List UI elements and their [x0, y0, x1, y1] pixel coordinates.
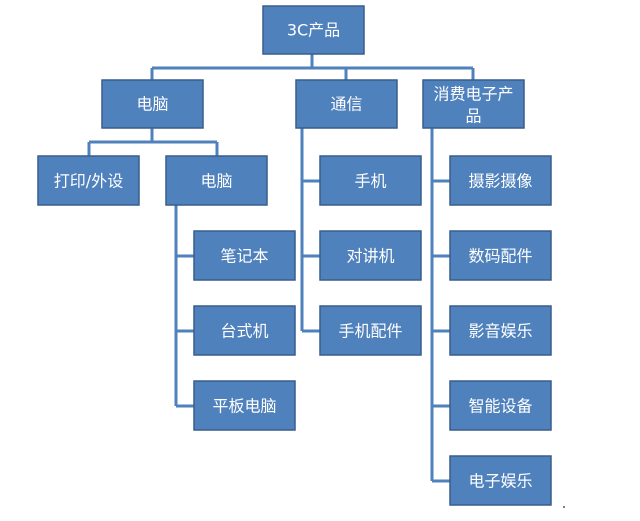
node-desktop: 台式机	[193, 305, 296, 356]
node-print-peripherals: 打印/外设	[37, 155, 140, 206]
node-computers-sub: 电脑	[165, 155, 268, 206]
node-audio-video-entertainment: 影音娱乐	[449, 305, 552, 356]
node-label: 对讲机	[346, 247, 394, 266]
node-3c-products: 3C产品	[262, 5, 365, 55]
node-photo-video: 摄影摄像	[449, 155, 552, 206]
node-mobile-phone: 手机	[319, 155, 422, 206]
node-label: 影音娱乐	[468, 322, 532, 341]
node-label: 台式机	[220, 322, 268, 341]
node-label: 智能设备	[468, 397, 532, 416]
node-computers: 电脑	[101, 79, 204, 129]
node-label: 电子娱乐	[468, 472, 532, 491]
node-label: 手机配件	[338, 322, 402, 341]
node-smart-devices: 智能设备	[449, 380, 552, 431]
node-phone-accessories: 手机配件	[319, 305, 422, 356]
node-label-line2: 品	[465, 107, 481, 126]
node-label: 摄影摄像	[468, 172, 532, 191]
node-label: 打印/外设	[54, 172, 123, 191]
node-consumer-electronics: 消费电子产 品	[422, 79, 525, 129]
node-label: 通信	[330, 95, 362, 114]
node-label: 手机	[354, 172, 386, 191]
node-label: 平板电脑	[212, 397, 276, 416]
node-label: 数码配件	[468, 247, 532, 266]
node-tablet: 平板电脑	[193, 380, 296, 431]
paragraph-mark	[563, 506, 565, 508]
node-label: 3C产品	[287, 21, 340, 40]
node-laptop: 笔记本	[193, 230, 296, 281]
connectors	[87, 54, 475, 483]
node-digital-accessories: 数码配件	[449, 230, 552, 281]
node-walkie-talkie: 对讲机	[319, 230, 422, 281]
node-communication: 通信	[295, 79, 398, 129]
node-label: 电脑	[200, 172, 232, 191]
node-label: 电脑	[136, 95, 168, 114]
node-electronic-entertainment: 电子娱乐	[449, 455, 552, 506]
node-label-line1: 消费电子产	[433, 85, 513, 104]
node-label: 笔记本	[220, 247, 268, 266]
